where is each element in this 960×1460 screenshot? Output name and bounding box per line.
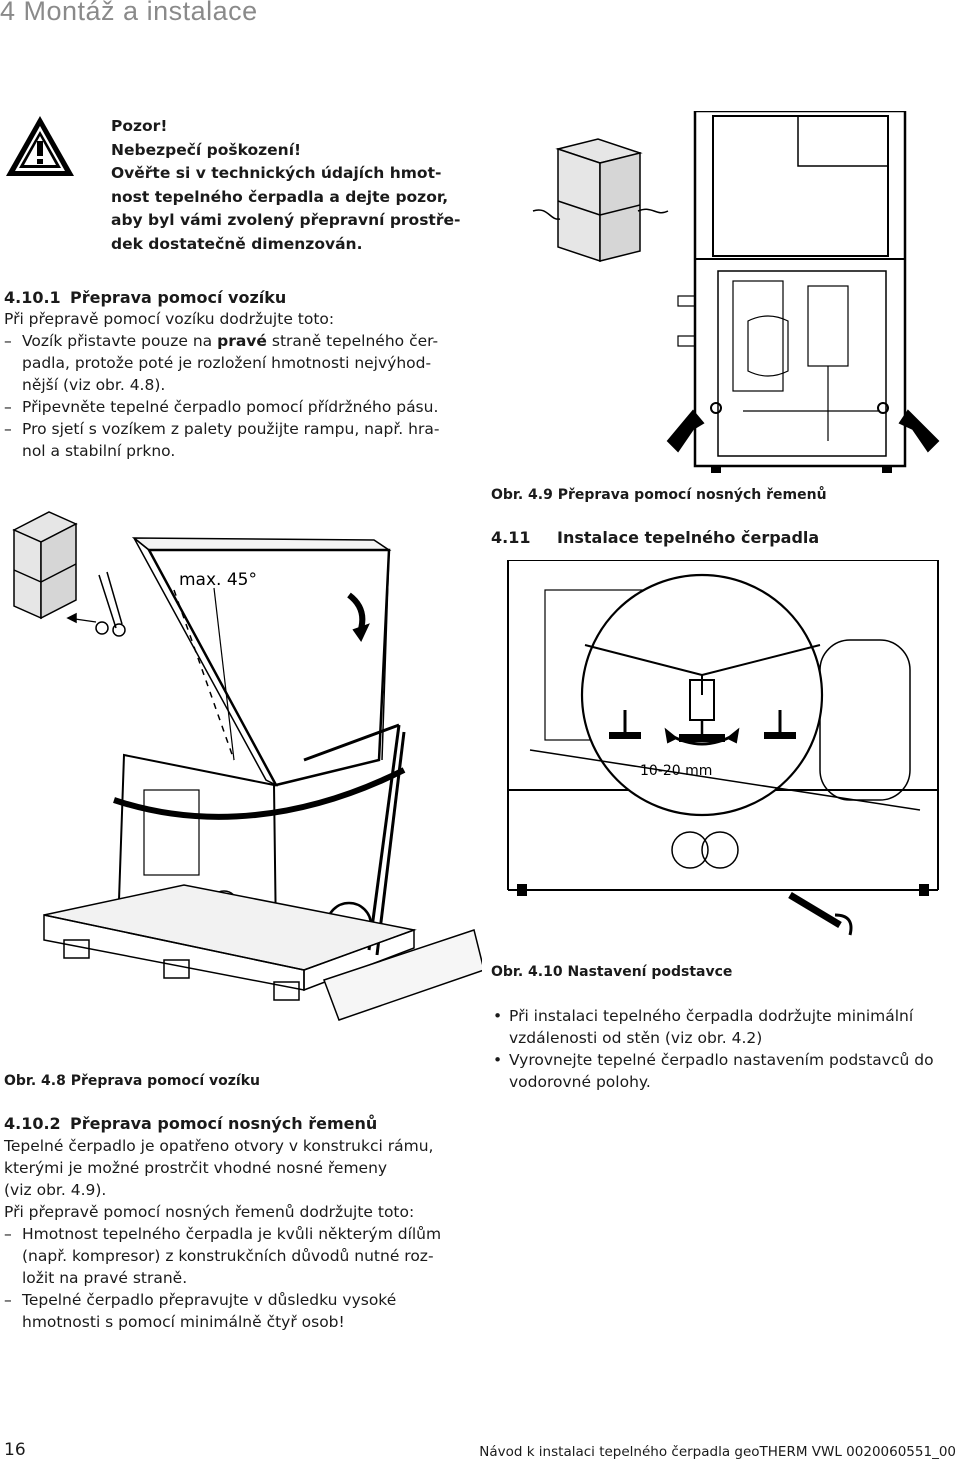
figure-4-8-illustration: max. 45° — [4, 500, 482, 1060]
warning-line: Ověřte si v technických údajích hmot- — [111, 164, 442, 182]
list-item: Pro sjetí s vozíkem z palety použijte ra… — [4, 418, 474, 462]
warning-line: nost tepelného čerpadla a dejte pozor, — [111, 187, 449, 206]
section-title: Instalace tepelného čerpadla — [557, 528, 820, 547]
section-number: 4.10.1 — [4, 288, 61, 307]
list-item: Připevněte tepelné čerpadlo pomocí přídr… — [4, 396, 474, 418]
hand-truck-icon — [66, 571, 126, 637]
section-heading-4-10-1: 4.10.1 Přeprava pomocí vozíku — [4, 288, 286, 307]
section-number: 4.10.2 — [4, 1114, 61, 1133]
figure-caption: Obr. 4.10 Nastavení podstavce — [491, 964, 733, 980]
section-number: 4.11 — [491, 528, 531, 547]
warning-line: dek dostatečně dimenzován. — [111, 234, 363, 253]
weight-box-icon — [555, 138, 643, 263]
figure-4-10-illustration: 10-20 mm — [490, 560, 960, 950]
emphasis-text: pravé — [217, 332, 267, 350]
section-heading-4-11: 4.11 Instalace tepelného čerpadla — [491, 528, 819, 547]
footer-document-title: Návod k instalaci tepelného čerpadla geo… — [479, 1444, 956, 1460]
list-item: Vozík přistavte pouze na pravé straně te… — [4, 330, 474, 396]
section-heading-4-10-2: 4.10.2 Přeprava pomocí nosných řemenů — [4, 1114, 377, 1133]
strap-arrow-left — [666, 409, 705, 453]
strap-arrow-right — [898, 409, 940, 453]
figure-caption: Obr. 4.8 Přeprava pomocí vozíku — [4, 1073, 260, 1089]
section-4-11-bullets: Při instalaci tepelného čerpadla dodržuj… — [491, 1005, 956, 1093]
list-item: Vyrovnejte tepelné čerpadlo nastavením p… — [491, 1049, 956, 1093]
section-title: Přeprava pomocí vozíku — [70, 288, 287, 307]
list-item: Tepelné čerpadlo přepravujte v důsledku … — [4, 1289, 484, 1333]
warning-line: aby byl vámi zvolený přepravní prostře- — [111, 211, 461, 229]
warning-triangle-icon — [4, 113, 76, 179]
section-title: Přeprava pomocí nosných řemenů — [70, 1114, 378, 1133]
section-4-10-2-body: Tepelné čerpadlo je opatřeno otvory v ko… — [4, 1135, 484, 1333]
figure-caption: Obr. 4.9 Přeprava pomocí nosných řemenů — [491, 487, 827, 503]
page-number: 16 — [4, 1440, 26, 1460]
warning-line: Nebezpečí poškození! — [111, 140, 302, 159]
page-header-title: 4 Montáž a instalace — [0, 0, 258, 26]
angle-label: max. 45° — [179, 570, 257, 590]
warning-text: Pozor! Nebezpečí poškození! Ověřte si v … — [111, 115, 471, 256]
list-item: Při instalaci tepelného čerpadla dodržuj… — [491, 1005, 956, 1049]
section-4-10-1-body: Při přepravě pomocí vozíku dodržujte tot… — [4, 308, 474, 462]
intro-text: Při přepravě pomocí vozíku dodržujte tot… — [4, 310, 335, 328]
list-item: Hmotnost tepelného čerpadla je kvůli něk… — [4, 1223, 484, 1289]
figure-4-9-illustration — [488, 111, 958, 481]
weight-box-icon — [12, 511, 78, 620]
warning-line: Pozor! — [111, 117, 168, 135]
